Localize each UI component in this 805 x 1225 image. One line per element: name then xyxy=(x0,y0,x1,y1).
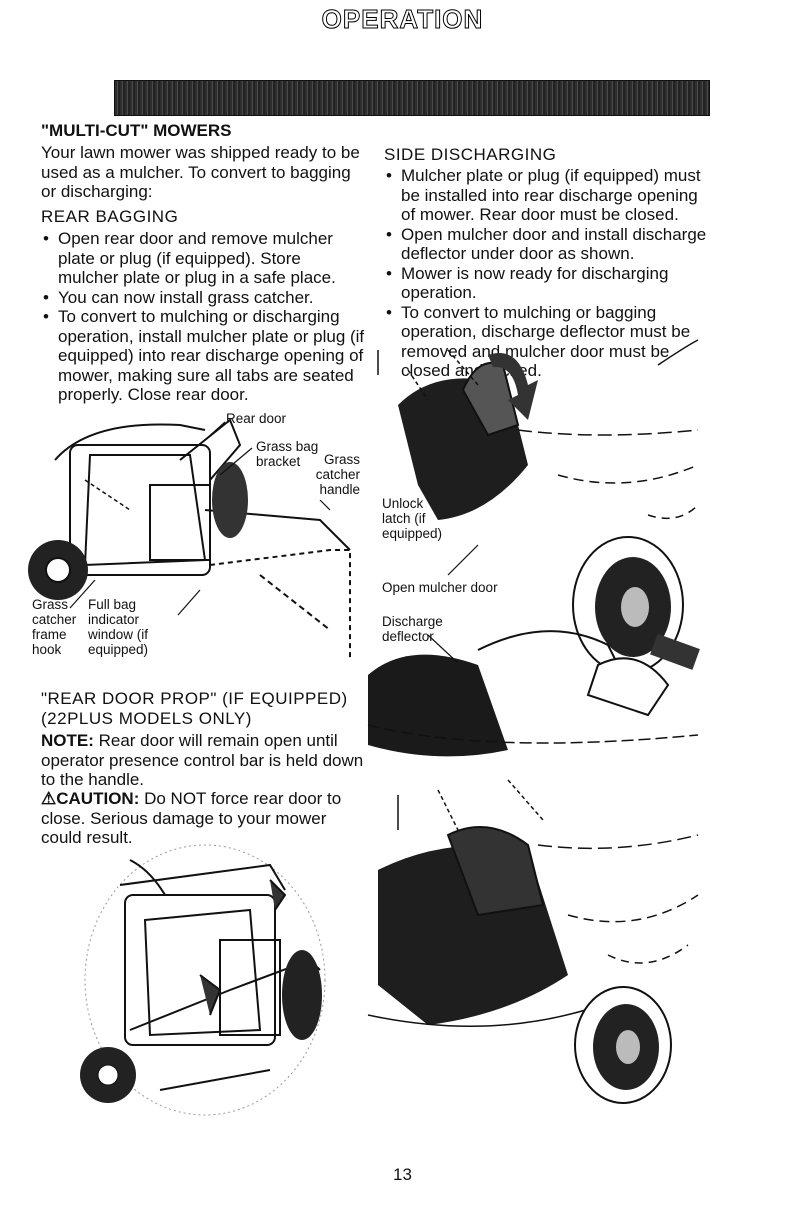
callout-rear-door: Rear door xyxy=(226,411,287,426)
list-item: Mulcher plate or plug (if equipped) must… xyxy=(384,166,724,225)
callout-open-mulcher-door: Open mulcher door xyxy=(382,580,498,595)
grass-catcher-illustration xyxy=(28,418,351,660)
callout-grass-catcher-handle: Grass catcher handle xyxy=(315,452,360,497)
rear-door-prop-note: NOTE: Rear door will remain open until o… xyxy=(41,731,364,789)
page-number: 13 xyxy=(393,1165,412,1184)
closed-mulcher-door-illustration xyxy=(367,779,699,1104)
section-banner xyxy=(114,80,710,116)
rear-bagging-heading: REAR BAGGING xyxy=(41,207,179,226)
list-item: Open mulcher door and install discharge … xyxy=(384,225,724,264)
rear-bagging-list: Open rear door and remove mulcher plate … xyxy=(41,229,381,405)
side-discharge-mower-illustration xyxy=(367,339,700,757)
list-item: To convert to mulching or bagging operat… xyxy=(384,303,724,381)
callout-unlock-latch: Unlock latch (if equipped) xyxy=(382,496,443,541)
list-item: Open rear door and remove mulcher plate … xyxy=(41,229,381,288)
rear-door-prop-caution: ⚠CAUTION: Do NOT force rear door to clos… xyxy=(41,789,342,847)
callout-discharge-deflector: Discharge deflector xyxy=(382,614,443,644)
callout-grass-catcher-frame-hook: Grass catcher frame hook xyxy=(32,597,77,657)
multicut-heading: "MULTI-CUT" MOWERS xyxy=(41,121,232,140)
section-title: OPERATION xyxy=(321,4,484,35)
rear-door-prop-illustration xyxy=(80,844,326,1116)
list-item: You can now install grass catcher. xyxy=(41,288,381,308)
callout-grass-bag-bracket: Grass bag bracket xyxy=(256,439,319,469)
multicut-intro: Your lawn mower was shipped ready to be … xyxy=(41,143,360,201)
caution-icon: ⚠ xyxy=(41,789,57,808)
list-item: Mower is now ready for discharging opera… xyxy=(384,264,724,303)
side-discharging-heading: SIDE DISCHARGING xyxy=(384,145,557,164)
rear-door-prop-heading: "REAR DOOR PROP" (IF EQUIPPED) (22PLUS M… xyxy=(41,689,348,728)
callout-full-bag-indicator: Full bag indicator window (if equipped) xyxy=(88,597,149,657)
list-item: To convert to mulching or discharging op… xyxy=(41,307,381,405)
side-discharging-list: Mulcher plate or plug (if equipped) must… xyxy=(384,166,724,381)
